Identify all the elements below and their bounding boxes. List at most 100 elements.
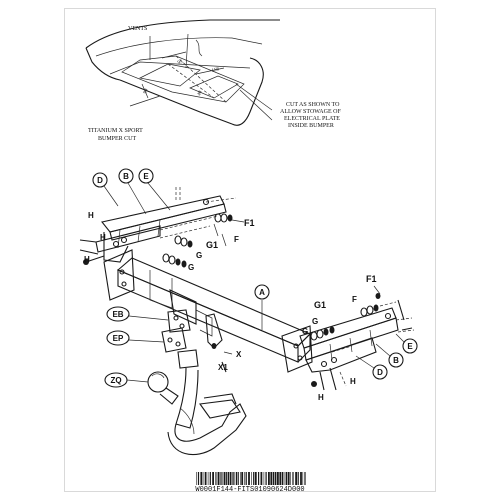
right-bracket-hole-3 — [330, 356, 338, 364]
neck-shading — [179, 407, 195, 435]
barcode-bar — [290, 472, 291, 485]
label-D-right-leader — [355, 355, 375, 369]
cut-outline — [121, 55, 245, 103]
barcode-bar — [209, 472, 211, 485]
bumper-note-leader — [129, 95, 161, 107]
label-E-right: E — [407, 342, 413, 351]
label-EP-bubble — [106, 330, 130, 346]
right-fixings — [310, 293, 381, 387]
barcode-bar — [297, 472, 299, 485]
barcode-bar — [304, 472, 306, 485]
bumper-cut-inset: VENTS 95 158 99 40 CUT AS SHOWN TO ALLOW… — [85, 19, 341, 142]
barcode-bar — [287, 472, 290, 485]
barcode-bar — [270, 472, 273, 485]
neck-collar-top — [203, 393, 237, 405]
label-A-bubble — [254, 284, 270, 300]
label-E-right-bubble — [402, 338, 418, 354]
neck-head-block — [177, 349, 199, 369]
neck-curve — [167, 403, 247, 456]
endplate-hole-r1 — [293, 343, 299, 349]
barcode-bar — [253, 472, 255, 485]
barcode-bar — [202, 472, 204, 485]
lock-pin-part — [205, 313, 223, 349]
barcode-bar — [284, 472, 286, 485]
vents-label: VENTS — [128, 26, 147, 32]
barcode-bar — [217, 472, 220, 485]
left-bolts-h — [79, 239, 105, 263]
right-washer-1 — [360, 307, 368, 317]
left-bracket-hole-1 — [112, 240, 120, 248]
left-washer-3 — [174, 235, 182, 245]
right-bracket-hole-2 — [320, 360, 328, 368]
label-D-right-bubble — [372, 364, 388, 380]
label-G-right1: G — [312, 317, 318, 326]
neck-shaft — [175, 367, 199, 429]
label-D-right: D — [377, 368, 383, 377]
label-E-left-leader — [147, 182, 171, 211]
right-side-bracket — [299, 299, 415, 391]
barcode-bar — [265, 472, 267, 485]
left-bracket-arm — [95, 225, 161, 253]
barcode-bar — [258, 472, 260, 485]
dimension-lines — [141, 51, 225, 99]
barcode-bar — [293, 472, 294, 485]
right-top-nut — [375, 293, 381, 299]
label-ZQ: ZQ — [110, 376, 121, 385]
electrical-plate-parts — [161, 309, 233, 373]
dim-squiggle — [195, 39, 203, 57]
electrical-plate-EP — [161, 327, 187, 353]
label-B-right-leader — [375, 343, 391, 357]
bumper-left-edge — [85, 47, 121, 81]
dim-158: 158 — [211, 67, 220, 74]
label-F-left: F — [234, 235, 239, 244]
dim-99: 99 — [143, 88, 150, 95]
barcode-bar — [229, 472, 232, 485]
label-B-left-bubble — [118, 168, 134, 184]
barcode-bar — [281, 472, 283, 485]
label-A: A — [259, 288, 265, 297]
label-E-left: E — [143, 172, 149, 181]
barcode-bar — [277, 472, 279, 485]
barcode-bar — [268, 472, 270, 485]
vent-right — [189, 75, 239, 99]
barcode-bar — [212, 472, 214, 485]
label-EP: EP — [113, 334, 124, 343]
dim-40: 40 — [197, 90, 204, 97]
barcode-bar — [260, 472, 263, 485]
label-F1-right: F1 — [366, 274, 377, 284]
barcode-bar — [235, 472, 237, 485]
right-washer-4 — [316, 329, 324, 339]
tow-ball — [147, 371, 169, 393]
left-bracket-hole-2 — [120, 236, 128, 244]
left-bracket-dash — [159, 186, 237, 239]
barcode-bar — [272, 472, 274, 485]
label-H-right2: H — [318, 393, 324, 402]
bumper-top-edge — [85, 19, 280, 49]
barcode-bar — [279, 472, 282, 485]
label-ZQ-leader — [126, 379, 149, 383]
left-nut-2 — [187, 240, 193, 248]
bumper-crease — [95, 37, 263, 57]
label-B-right: B — [393, 356, 399, 365]
left-washer-stem — [213, 223, 227, 247]
barcode-bar — [241, 472, 244, 485]
barcode-bar — [204, 472, 207, 485]
neck-collar — [199, 399, 241, 419]
label-G-right2: G — [302, 327, 308, 336]
left-washer-6 — [168, 255, 176, 265]
barcode-bar — [245, 472, 247, 485]
barcode-bar — [263, 472, 265, 485]
barcode-bar — [286, 472, 288, 485]
left-nut-4 — [181, 260, 187, 268]
x1-pin — [221, 361, 227, 373]
cut-dash-lines — [167, 55, 227, 103]
barcode-bar — [248, 472, 250, 485]
barcode-bar — [295, 472, 297, 485]
ball-highlight — [151, 373, 165, 379]
note-leaders — [235, 83, 273, 121]
barcode-bar — [207, 472, 209, 485]
barcode-bar — [221, 472, 222, 485]
barcode-bar — [237, 472, 239, 485]
label-EP-leader — [128, 339, 165, 343]
